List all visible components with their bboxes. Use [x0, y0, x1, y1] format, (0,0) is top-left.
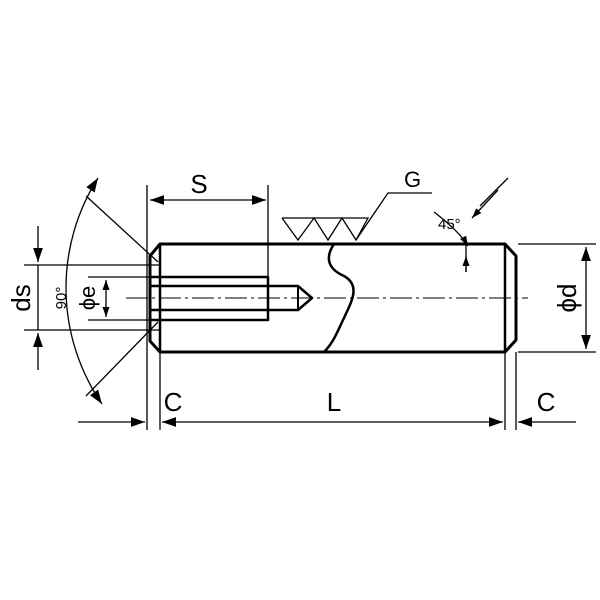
label-ds: ds — [6, 284, 36, 311]
label-G: G — [404, 167, 421, 192]
dimension-S — [146, 185, 269, 430]
label-phi-d: ϕd — [552, 283, 582, 312]
break-line — [323, 243, 355, 353]
label-phi-e: ϕe — [75, 286, 100, 311]
dimension-90-deg — [65, 177, 159, 405]
label-C-left: C — [164, 387, 183, 417]
label-L: L — [327, 387, 341, 417]
dimension-L-and-C — [78, 352, 576, 430]
label-90-deg: 90° — [53, 287, 70, 310]
label-S: S — [190, 169, 207, 199]
label-45-deg: 45° — [438, 216, 461, 233]
surface-finish-symbol — [281, 192, 432, 242]
dimension-phi-d — [518, 243, 596, 353]
chamfer-45-callout — [433, 177, 509, 272]
label-C-right: C — [537, 387, 556, 417]
